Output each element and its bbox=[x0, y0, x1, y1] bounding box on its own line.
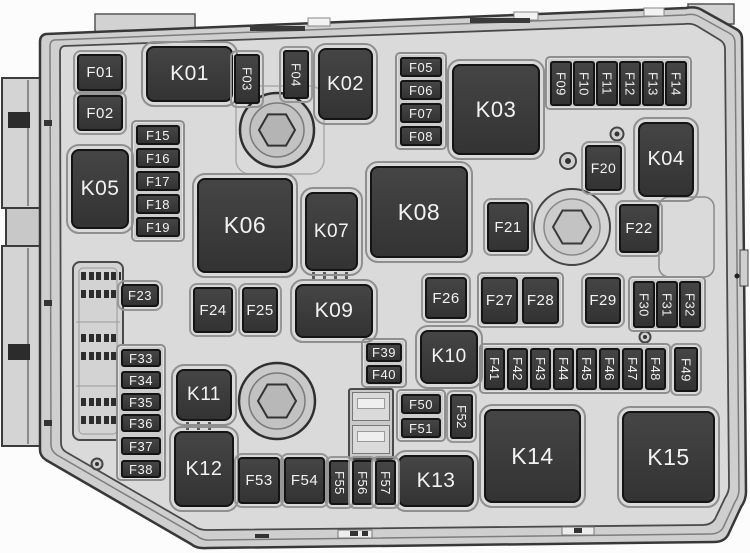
fuse-F28: F28 bbox=[522, 277, 559, 324]
relay-K10: K10 bbox=[415, 325, 483, 389]
relay-K03: K03 bbox=[447, 59, 545, 160]
fuse-F16: F16 bbox=[136, 148, 180, 168]
fuse-F02: F02 bbox=[73, 91, 127, 135]
pin-connector-block bbox=[72, 261, 124, 441]
fuse-F03: F03 bbox=[230, 50, 264, 108]
fuse-F25: F25 bbox=[238, 283, 282, 337]
fuse-F38: F38 bbox=[121, 460, 161, 478]
fuse-F08: F08 bbox=[400, 126, 442, 146]
bolt-icon bbox=[238, 91, 316, 169]
fuse-F31: F31 bbox=[656, 281, 678, 328]
fuse-F39: F39 bbox=[366, 343, 402, 362]
right-edge-bump bbox=[739, 249, 749, 287]
fuse-F56: F56 bbox=[348, 456, 377, 509]
fuse-F20: F20 bbox=[581, 141, 626, 195]
bolt-icon bbox=[237, 361, 317, 441]
relay-K07: K07 bbox=[300, 187, 363, 276]
fuse-F57: F57 bbox=[371, 456, 400, 509]
fuse-F48: F48 bbox=[645, 348, 666, 390]
fuse-F37: F37 bbox=[121, 437, 161, 455]
fuse-F07: F07 bbox=[400, 103, 442, 123]
fuse-F53: F53 bbox=[234, 453, 284, 508]
fuse-F05: F05 bbox=[400, 57, 442, 77]
fuse-F49: F49 bbox=[670, 343, 702, 396]
relay-K05: K05 bbox=[66, 144, 134, 234]
fuse-F17: F17 bbox=[136, 171, 180, 191]
fuse-F42: F42 bbox=[507, 348, 528, 390]
relay-K09: K09 bbox=[290, 279, 378, 343]
fuse-F52: F52 bbox=[446, 390, 477, 443]
top-vent bbox=[250, 26, 305, 31]
bolt-icon bbox=[533, 188, 611, 266]
fuse-F22: F22 bbox=[615, 200, 663, 257]
fuse-F13: F13 bbox=[642, 61, 664, 106]
fuse-F06: F06 bbox=[400, 80, 442, 100]
fuse-F12: F12 bbox=[619, 61, 641, 106]
fuse-F55: F55 bbox=[325, 456, 354, 509]
relay-K14: K14 bbox=[479, 404, 586, 508]
fuse-F51: F51 bbox=[401, 418, 441, 438]
left-mount-tabs bbox=[1, 77, 43, 447]
relay-K02: K02 bbox=[313, 43, 378, 125]
fuse-F30: F30 bbox=[633, 281, 655, 328]
fuse-F18: F18 bbox=[136, 194, 180, 214]
fuse-F09: F09 bbox=[550, 61, 572, 106]
fuse-F21: F21 bbox=[483, 198, 533, 256]
relay-K06: K06 bbox=[192, 173, 298, 278]
relay-K15: K15 bbox=[617, 406, 720, 508]
terminal-connector-insert bbox=[357, 398, 385, 409]
fuse-F35: F35 bbox=[121, 393, 161, 411]
fuse-F14: F14 bbox=[665, 61, 687, 106]
fuse-F47: F47 bbox=[622, 348, 643, 390]
fuse-F19: F19 bbox=[136, 217, 180, 237]
fuse-F26: F26 bbox=[421, 273, 471, 323]
relay-K13: K13 bbox=[393, 450, 479, 512]
fuse-F33: F33 bbox=[121, 349, 161, 367]
relay-K08: K08 bbox=[365, 161, 473, 263]
terminal-connector-insert bbox=[357, 431, 385, 442]
top-vent bbox=[470, 18, 530, 23]
fuse-F50: F50 bbox=[401, 394, 441, 414]
fuse-F01: F01 bbox=[73, 50, 127, 95]
fuse-F15: F15 bbox=[136, 125, 180, 145]
fuse-F24: F24 bbox=[189, 283, 237, 337]
top-notch bbox=[307, 17, 331, 27]
relay-K01: K01 bbox=[141, 41, 238, 107]
relay-pins bbox=[186, 272, 348, 430]
fuse-F04: F04 bbox=[279, 46, 313, 103]
fuse-F43: F43 bbox=[530, 348, 551, 390]
relay-K11: K11 bbox=[171, 364, 237, 426]
fuse-F32: F32 bbox=[679, 281, 701, 328]
fuse-F10: F10 bbox=[573, 61, 595, 106]
fuse-F46: F46 bbox=[599, 348, 620, 390]
relay-K12: K12 bbox=[169, 426, 239, 512]
fuse-F29: F29 bbox=[581, 273, 625, 328]
fuse-F34: F34 bbox=[121, 371, 161, 389]
fuse-F11: F11 bbox=[596, 61, 618, 106]
fuse-F44: F44 bbox=[553, 348, 574, 390]
top-notch bbox=[643, 7, 665, 17]
fuse-F36: F36 bbox=[121, 414, 161, 432]
relay-K04: K04 bbox=[633, 117, 699, 202]
fuse-F41: F41 bbox=[484, 348, 505, 390]
fuse-F23: F23 bbox=[117, 280, 163, 311]
fuse-F40: F40 bbox=[366, 365, 402, 384]
fuse-F27: F27 bbox=[481, 277, 518, 324]
fuse-F54: F54 bbox=[280, 453, 329, 508]
fuse-F45: F45 bbox=[576, 348, 597, 390]
